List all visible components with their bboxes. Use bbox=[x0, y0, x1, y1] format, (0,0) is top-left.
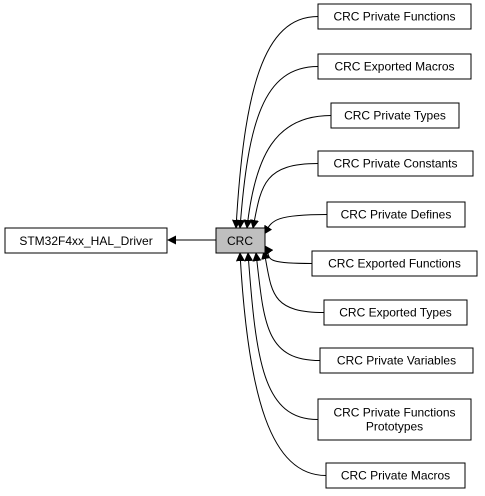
child-module-node-crc-private-constants[interactable]: CRC Private Constants bbox=[317, 150, 474, 177]
child-module-box[interactable] bbox=[317, 3, 472, 30]
child-module-label: CRC Exported Functions bbox=[328, 257, 461, 271]
child-module-label: Prototypes bbox=[366, 420, 423, 434]
edge-crc-private-defines bbox=[263, 214, 328, 235]
child-module-box[interactable] bbox=[317, 53, 472, 80]
child-module-node-crc-private-functions[interactable]: CRC Private Functions bbox=[317, 3, 472, 30]
child-module-label: CRC Private Functions bbox=[333, 406, 455, 420]
edge-crc-private-functions-prototypes bbox=[244, 252, 319, 420]
edge-crc-private-constants bbox=[250, 163, 319, 229]
parent-module-box[interactable] bbox=[4, 227, 168, 254]
edge-crc-private-variables bbox=[252, 252, 321, 361]
child-module-label: CRC Private Macros bbox=[341, 469, 450, 483]
child-module-node-crc-exported-macros[interactable]: CRC Exported Macros bbox=[317, 53, 472, 80]
parent-module-label: STM32F4xx_HAL_Driver bbox=[19, 234, 152, 248]
edge-crc-exported-macros bbox=[236, 66, 319, 229]
current-module-label: CRC bbox=[227, 234, 253, 248]
current-module-box bbox=[215, 227, 266, 254]
edge-crc-private-macros bbox=[235, 252, 327, 476]
edge-crc-exported-types bbox=[261, 250, 325, 313]
parent-module-node[interactable]: STM32F4xx_HAL_Driver bbox=[4, 227, 168, 254]
child-module-box[interactable] bbox=[317, 398, 472, 441]
child-module-box[interactable] bbox=[311, 250, 478, 277]
edge-crc-exported-functions bbox=[264, 245, 313, 264]
child-module-label: CRC Private Defines bbox=[341, 208, 452, 222]
child-module-box[interactable] bbox=[317, 150, 474, 177]
child-module-box[interactable] bbox=[326, 201, 466, 228]
child-module-label: CRC Private Variables bbox=[337, 354, 456, 368]
child-module-label: CRC Private Constants bbox=[333, 157, 457, 171]
child-module-box[interactable] bbox=[319, 347, 474, 374]
child-module-node-crc-private-defines[interactable]: CRC Private Defines bbox=[326, 201, 466, 228]
child-module-box[interactable] bbox=[325, 462, 466, 489]
child-module-label: CRC Private Types bbox=[344, 109, 446, 123]
child-module-box[interactable] bbox=[323, 299, 468, 326]
diagram-edges bbox=[167, 16, 332, 476]
child-module-node-crc-exported-types[interactable]: CRC Exported Types bbox=[323, 299, 468, 326]
child-module-box[interactable] bbox=[330, 102, 460, 129]
edge-crc-private-functions bbox=[231, 16, 319, 229]
child-module-node-crc-private-types[interactable]: CRC Private Types bbox=[330, 102, 460, 129]
child-module-node-crc-private-macros[interactable]: CRC Private Macros bbox=[325, 462, 466, 489]
child-module-label: CRC Private Functions bbox=[333, 10, 455, 24]
child-module-node-crc-private-variables[interactable]: CRC Private Variables bbox=[319, 347, 474, 374]
child-module-label: CRC Exported Types bbox=[339, 306, 452, 320]
edge-crc-private-types bbox=[243, 115, 332, 229]
current-module-node: CRC bbox=[215, 227, 266, 254]
child-module-node-crc-exported-functions[interactable]: CRC Exported Functions bbox=[311, 250, 478, 277]
child-module-label: CRC Exported Macros bbox=[334, 60, 454, 74]
